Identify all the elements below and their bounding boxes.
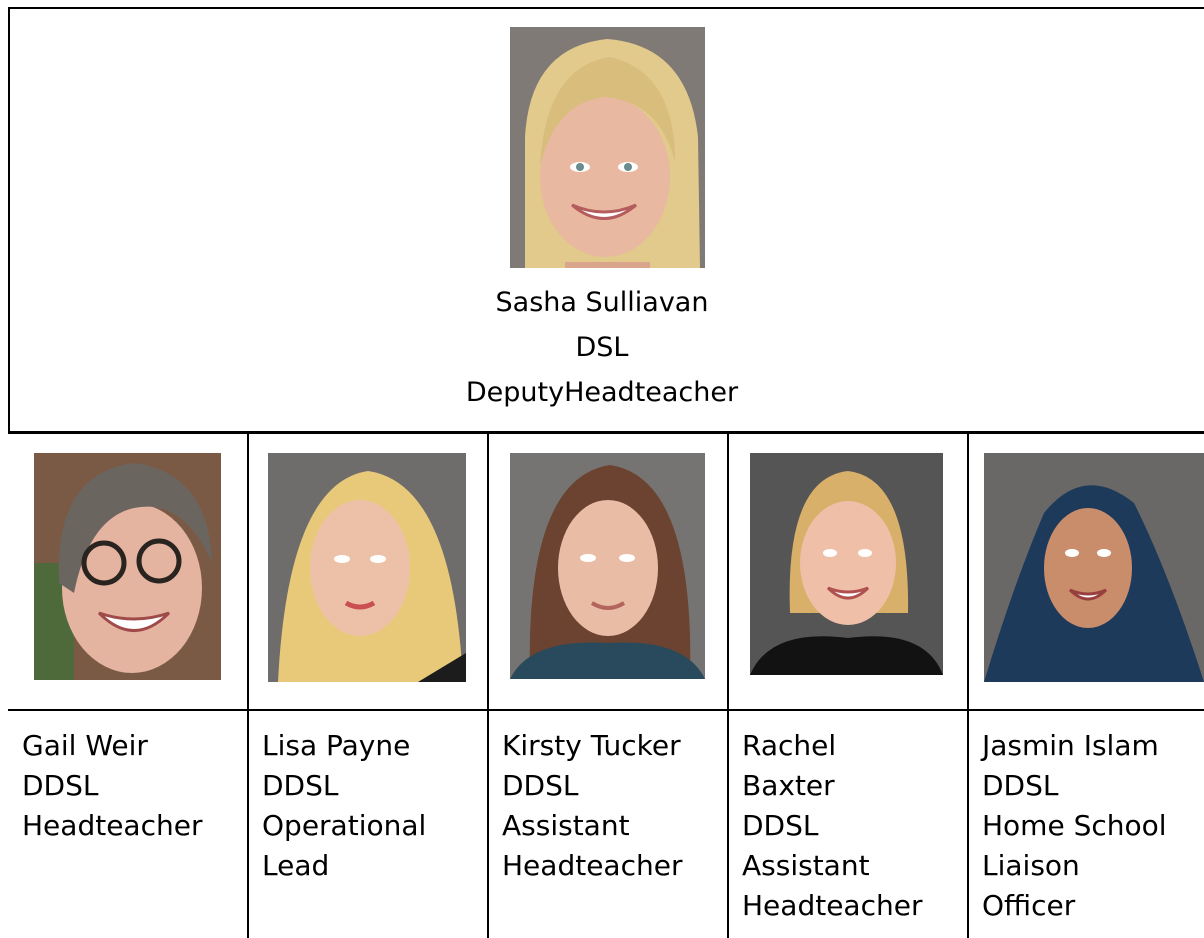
staff-cell-rachel-baxter: Rachel Baxter DDSL Assistant Headteacher: [742, 726, 922, 926]
column-divider: [967, 431, 969, 938]
staff-title: Headteacher: [22, 809, 203, 842]
table-border-top: [8, 7, 1204, 9]
staff-name: Baxter: [742, 769, 835, 802]
staff-cell-lisa-payne: Lisa Payne DDSL Operational Lead: [262, 726, 426, 886]
staff-title: Headteacher: [742, 889, 923, 922]
staff-name: Rachel: [742, 729, 837, 762]
staff-title: Operational: [262, 809, 427, 842]
staff-portrait-photo: [34, 453, 221, 680]
staff-portrait-photo: [750, 453, 943, 675]
lead-name: Sasha Sulliavan: [495, 287, 709, 318]
staff-name: Kirsty Tucker: [502, 729, 681, 762]
staff-role: DDSL: [262, 769, 339, 802]
staff-portrait-photo: [510, 453, 705, 679]
staff-role: DDSL: [742, 809, 819, 842]
staff-title: Officer: [982, 889, 1076, 922]
staff-portrait-photo: [268, 453, 466, 682]
column-divider: [487, 431, 489, 938]
staff-cell-gail-weir: Gail Weir DDSL Headteacher: [22, 726, 202, 846]
lead-role: DSL: [575, 332, 629, 363]
staff-title: Liaison: [982, 849, 1080, 882]
staff-title: Assistant: [742, 849, 870, 882]
staff-role: DDSL: [502, 769, 579, 802]
staff-portrait-photo: [984, 453, 1204, 682]
staff-cell-jasmin-islam: Jasmin Islam DDSL Home School Liaison Of…: [982, 726, 1167, 926]
column-divider: [727, 431, 729, 938]
staff-title: Home School: [982, 809, 1167, 842]
staff-role: DDSL: [22, 769, 99, 802]
staff-title: Lead: [262, 849, 330, 882]
lead-title: DeputyHeadteacher: [465, 377, 739, 408]
row-divider: [8, 709, 1204, 711]
lead-portrait-photo: [510, 27, 705, 268]
staff-cell-kirsty-tucker: Kirsty Tucker DDSL Assistant Headteacher: [502, 726, 682, 886]
row-divider: [8, 431, 1204, 434]
staff-title: Headteacher: [502, 849, 683, 882]
table-border-left: [8, 7, 10, 433]
staff-name: Lisa Payne: [262, 729, 411, 762]
staff-role: DDSL: [982, 769, 1059, 802]
staff-name: Jasmin Islam: [982, 729, 1159, 762]
staff-name: Gail Weir: [22, 729, 148, 762]
staff-title: Assistant: [502, 809, 630, 842]
column-divider: [247, 431, 249, 938]
